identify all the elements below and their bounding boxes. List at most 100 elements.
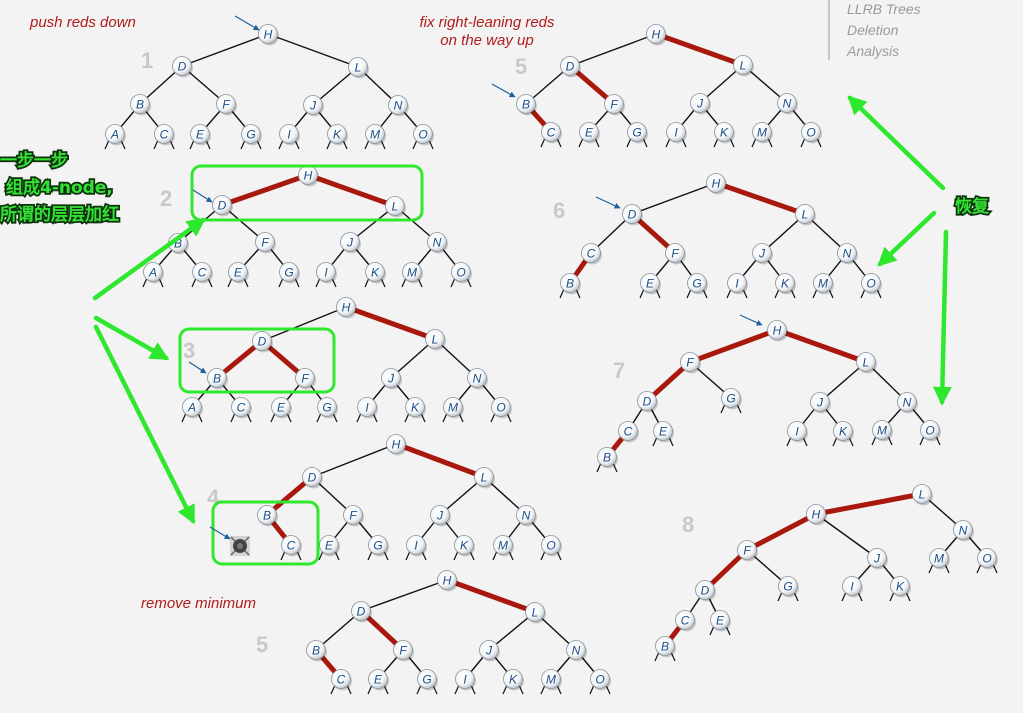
node-label: H [342, 300, 351, 314]
node-circle [721, 388, 741, 408]
null-links-E [652, 436, 674, 447]
node-circle [393, 640, 413, 660]
node-circle [467, 368, 487, 388]
red-link-H-L [305, 172, 398, 209]
node-label: E [585, 125, 594, 139]
null-links-O [976, 563, 998, 574]
node-label: K [720, 125, 729, 139]
tree-node-I: I [316, 262, 337, 284]
node-circle [806, 504, 826, 524]
null-links-K [364, 277, 386, 288]
node-circle [451, 262, 471, 282]
node-circle [801, 122, 821, 142]
node-label: K [509, 672, 518, 686]
node-label: E [277, 400, 286, 414]
null-links-I [405, 550, 427, 561]
null-links-G [240, 139, 262, 150]
tree-node-G: G [417, 669, 438, 691]
node-circle [302, 467, 322, 487]
tree-node-B: B [257, 505, 278, 527]
null-links-C [230, 412, 252, 423]
node-label: F [686, 355, 694, 369]
step-number-7: 7 [613, 358, 625, 383]
black-link-H-D [261, 306, 347, 342]
tree-node-K: K [327, 124, 348, 146]
tree-node-L: L [425, 329, 446, 351]
node-circle [666, 122, 686, 142]
tree-node-I: I [279, 124, 300, 146]
node-circle [581, 243, 601, 263]
node-circle [388, 95, 408, 115]
node-label: H [773, 323, 782, 337]
node-label: A [110, 127, 119, 141]
node-label: O [595, 672, 604, 686]
nav-item-deletion: Deletion [847, 22, 899, 38]
node-label: N [522, 508, 531, 522]
node-label: B [312, 643, 320, 657]
node-label: M [546, 672, 556, 686]
tree-node-G: G [368, 535, 389, 557]
tree-node-B: B [130, 94, 151, 116]
node-circle [912, 484, 932, 504]
node-circle [525, 602, 545, 622]
node-circle [417, 669, 437, 689]
node-label: E [374, 672, 383, 686]
node-circle [627, 122, 647, 142]
node-label: B [522, 97, 530, 111]
tree-node-C: C [192, 262, 213, 284]
tree-node-L: L [525, 602, 546, 624]
node-circle [252, 331, 272, 351]
annotation-step-by-step-line3: 所谓的层层加红 [0, 204, 119, 225]
node-circle [443, 397, 463, 417]
node-label: O [418, 127, 427, 141]
removed-node-icon [230, 536, 250, 556]
node-label: I [674, 125, 678, 139]
node-circle [365, 262, 385, 282]
node-circle [653, 421, 673, 441]
node-label: E [659, 424, 668, 438]
node-label: D [258, 334, 267, 348]
annotation-arrows [92, 95, 952, 525]
step-number-1: 1 [141, 48, 153, 73]
red-link-H-L [343, 304, 438, 342]
node-label: D [628, 207, 637, 221]
node-circle [154, 124, 174, 144]
tree-node-A: A [182, 397, 203, 419]
tree-node-B: B [306, 640, 327, 662]
null-links-E [227, 277, 249, 288]
null-links-G [626, 137, 648, 148]
annotation-step-by-step-line1: 一步一步 [0, 150, 68, 171]
node-label: O [456, 265, 465, 279]
node-circle [279, 124, 299, 144]
node-label: G [692, 276, 701, 290]
node-circle [172, 56, 192, 76]
node-label: H [304, 168, 313, 182]
step-number-8: 8 [682, 512, 694, 537]
node-label: K [333, 127, 342, 141]
step-number-2: 2 [160, 186, 172, 211]
node-label: L [740, 58, 747, 72]
node-label: F [301, 371, 309, 385]
step-number-5-bottom: 5 [256, 632, 268, 657]
tree-node-N: N [777, 93, 798, 115]
tree-node-O: O [861, 273, 882, 295]
node-circle [566, 640, 586, 660]
null-links-I [841, 591, 863, 602]
node-label: G [726, 391, 735, 405]
arrow-to-step-3 [93, 315, 170, 361]
tree-node-M: M [541, 669, 562, 691]
red-link-H-L [653, 31, 746, 68]
node-label: F [610, 97, 618, 111]
tree-node-J: J [867, 548, 888, 570]
node-circle [706, 173, 726, 193]
tree-node-N: N [897, 392, 918, 414]
caption-push-reds-down: push reds down [29, 14, 136, 31]
node-circle [241, 124, 261, 144]
null-links-E [578, 137, 600, 148]
node-circle [385, 196, 405, 216]
node-label: F [399, 643, 407, 657]
null-links-E [318, 550, 340, 561]
tree-node-J: J [752, 243, 773, 265]
node-circle [778, 576, 798, 596]
